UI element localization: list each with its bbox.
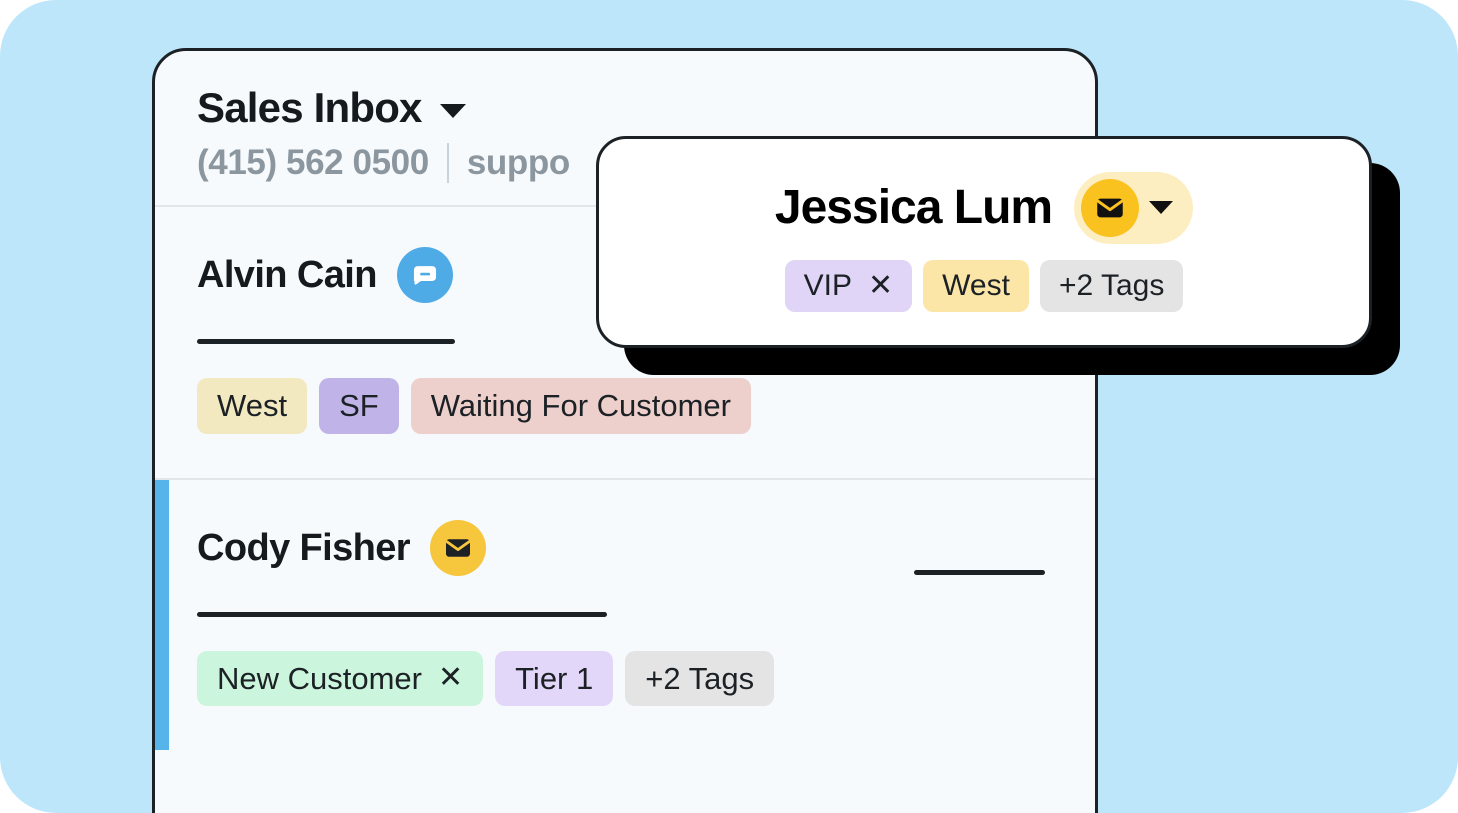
tag-chip[interactable]: VIP ✕ — [784, 259, 913, 313]
inbox-header: Sales Inbox (415) 562 0500 suppo — [155, 51, 1095, 205]
more-tags-label: +2 Tags — [1058, 268, 1165, 302]
selected-accent-bar — [155, 479, 169, 751]
tag-chip[interactable]: West — [923, 259, 1029, 313]
more-tags-chip[interactable]: +2 Tags — [1039, 259, 1184, 313]
subject-placeholder — [197, 339, 455, 344]
inbox-contact-details: (415) 562 0500 suppo — [197, 143, 1095, 183]
tag-list: New Customer ✕ Tier 1 +2 Tags — [197, 650, 1095, 707]
tag-chip[interactable]: SF — [319, 378, 399, 434]
inbox-email-address: suppo — [466, 143, 570, 182]
inbox-phone-number: (415) 562 0500 — [197, 143, 429, 182]
envelope-icon — [1081, 178, 1140, 237]
more-tags-label: +2 Tags — [645, 660, 755, 696]
tag-label: SF — [339, 388, 379, 423]
more-tags-chip[interactable]: +2 Tags — [625, 650, 775, 707]
conversation-header: Alvin Cain — [197, 247, 1095, 303]
close-icon[interactable]: ✕ — [438, 661, 464, 695]
contact-card-name: Jessica Lum — [774, 180, 1053, 234]
page-title: Sales Inbox — [197, 84, 422, 131]
chevron-down-icon[interactable] — [1149, 201, 1174, 215]
contact-name: Cody Fisher — [197, 526, 411, 569]
tag-label: West — [217, 388, 288, 423]
tag-chip[interactable]: Waiting For Customer — [410, 378, 751, 434]
contact-card[interactable]: Jessica Lum VIP ✕ West +2 Tags — [596, 136, 1372, 348]
tag-chip[interactable]: New Customer ✕ — [197, 650, 484, 707]
tag-label: New Customer — [217, 660, 422, 696]
tag-chip[interactable]: West — [197, 378, 308, 434]
channel-selector[interactable] — [1074, 171, 1194, 244]
conversation-divider — [155, 477, 1095, 480]
contact-card-tag-list: VIP ✕ West +2 Tags — [784, 259, 1184, 313]
close-icon[interactable]: ✕ — [868, 269, 894, 302]
list-item[interactable]: Cody Fisher New Customer ✕ Tier 1 — [155, 479, 1095, 751]
tag-chip[interactable]: Tier 1 — [495, 650, 614, 707]
contact-card-header: Jessica Lum — [774, 171, 1194, 244]
envelope-icon — [430, 519, 486, 576]
tag-label: West — [942, 268, 1010, 302]
tag-label: VIP — [803, 268, 853, 302]
detail-separator — [446, 143, 449, 183]
timestamp-placeholder — [914, 569, 1045, 575]
contact-name: Alvin Cain — [197, 254, 377, 296]
tag-list: West SF Waiting For Customer — [197, 378, 1095, 434]
tag-label: Waiting For Customer — [430, 388, 731, 423]
inbox-title-dropdown[interactable]: Sales Inbox — [197, 87, 1095, 129]
conversation-header: Cody Fisher — [197, 519, 1095, 576]
subject-placeholder — [197, 611, 607, 617]
chevron-down-icon[interactable] — [439, 103, 466, 118]
tag-label: Tier 1 — [515, 660, 594, 696]
chat-bubble-icon — [396, 247, 453, 303]
